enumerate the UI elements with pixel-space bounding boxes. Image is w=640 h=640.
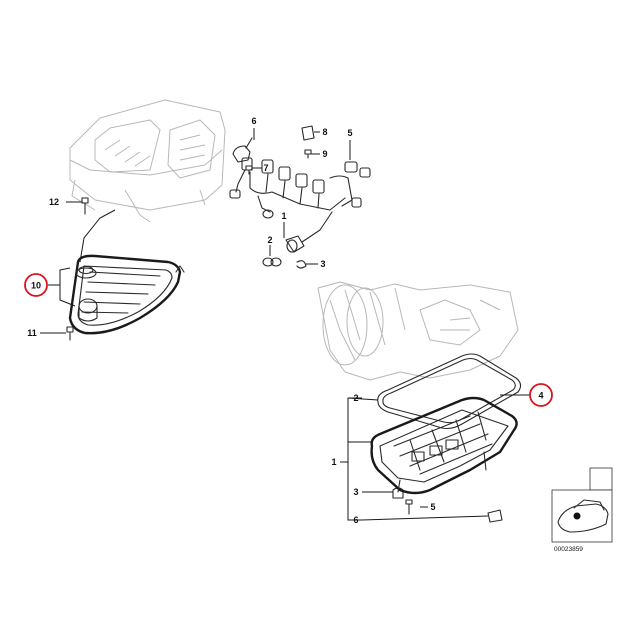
callout-4-highlight — [529, 383, 553, 407]
reference-number: 00023859 — [554, 546, 583, 553]
callout-6[interactable]: 6 — [353, 515, 358, 525]
callout-2-top[interactable]: 2 — [267, 235, 272, 245]
callout-12[interactable]: 12 — [49, 197, 59, 207]
callout-labels: 10 4 12 11 6 8 9 7 5 1 2 3 2 1 3 5 6 — [24, 116, 553, 525]
component-location-dot — [573, 512, 581, 520]
callout-2[interactable]: 2 — [353, 393, 358, 403]
transmission-drawing — [317, 281, 519, 381]
callout-9[interactable]: 9 — [322, 149, 327, 159]
wiring-harness-drawing — [229, 125, 371, 269]
callout-1-top[interactable]: 1 — [281, 211, 286, 221]
car-locator-thumbnail: 00023859 — [551, 467, 613, 553]
callout-8[interactable]: 8 — [322, 127, 327, 137]
pan-gasket-drawing — [377, 353, 522, 430]
valve-body-drawing — [69, 99, 226, 223]
callout-10-highlight — [24, 273, 48, 297]
oil-filter-drawing — [68, 254, 185, 335]
callout-3-top[interactable]: 3 — [320, 259, 325, 269]
callout-6-top[interactable]: 6 — [251, 116, 256, 126]
callout-5-top[interactable]: 5 — [347, 128, 352, 138]
callout-3[interactable]: 3 — [353, 487, 358, 497]
callout-10[interactable]: 10 — [31, 281, 41, 291]
callout-11[interactable]: 11 — [27, 328, 37, 338]
callout-5[interactable]: 5 — [430, 502, 435, 512]
callout-1[interactable]: 1 — [331, 457, 336, 467]
callout-7[interactable]: 7 — [263, 163, 268, 173]
fasteners-drawing — [66, 149, 413, 515]
oil-pan-drawing — [370, 396, 518, 523]
leader-lines — [40, 128, 530, 521]
callout-4[interactable]: 4 — [538, 391, 543, 401]
